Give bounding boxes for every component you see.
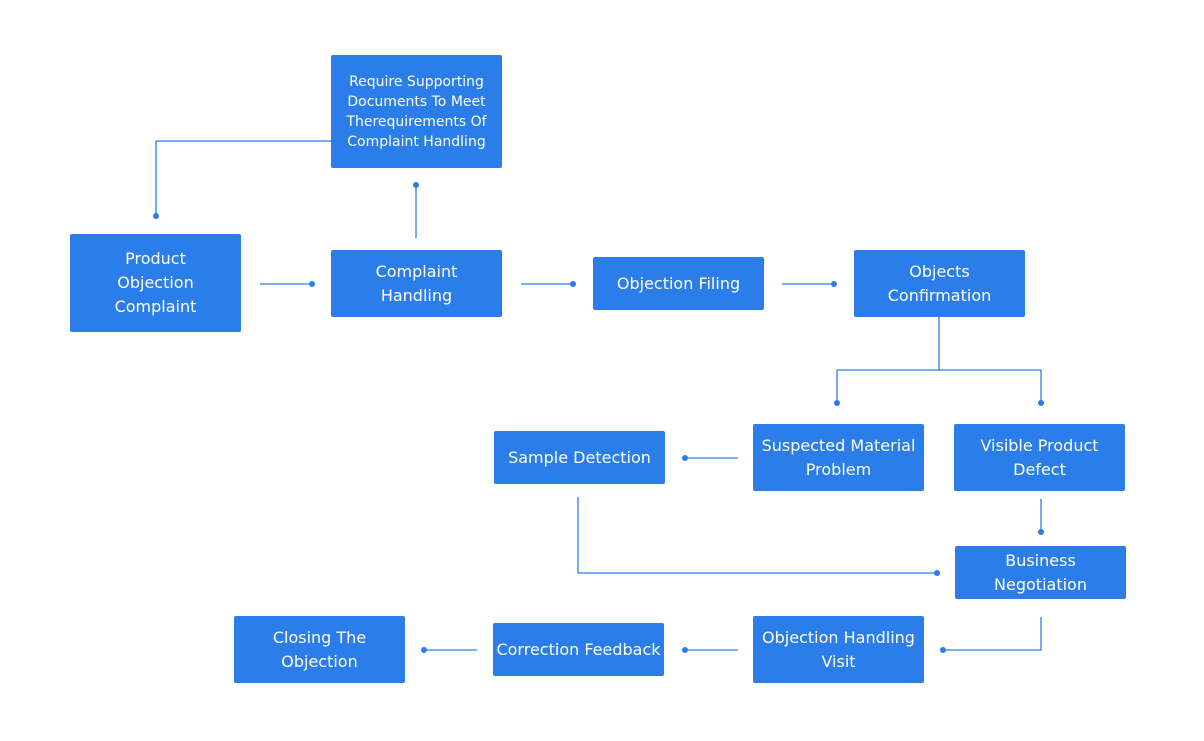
- node-text: Documents To Meet: [347, 93, 486, 110]
- node-text: Confirmation: [887, 285, 992, 305]
- node-objects-confirmation: Objects Confirmation: [854, 250, 1025, 317]
- node-text: Business Negotiation: [994, 550, 1087, 594]
- connector-dot: [831, 281, 837, 287]
- node-text: Defect: [1013, 459, 1066, 479]
- node-sample-detection: Sample Detection: [494, 431, 665, 484]
- node-business-negotiation: Business Negotiation: [955, 546, 1126, 599]
- node-text: Complaint Handling: [347, 133, 486, 150]
- node-text: Therequirements Of: [346, 113, 487, 130]
- node-text: Objection Handling: [762, 627, 915, 647]
- node-text: Handling: [380, 285, 453, 305]
- node-text: Require Supporting: [349, 73, 484, 90]
- connector-dot: [309, 281, 315, 287]
- node-text: Visible Product: [980, 435, 1099, 455]
- node-text: Objection: [281, 651, 358, 671]
- connector-dot: [682, 455, 688, 461]
- node-visible-product-defect: Visible Product Defect: [954, 424, 1125, 491]
- node-objection-handling-visit: Objection Handling Visit: [753, 616, 924, 683]
- node-text: Sample Detection: [508, 447, 651, 467]
- connector-dot: [1038, 529, 1044, 535]
- node-text: Correction Feedback: [496, 639, 661, 659]
- connector-dot: [940, 647, 946, 653]
- connector-negotiation-to-visit: [943, 617, 1042, 651]
- connector-sample-to-negotiation: [577, 497, 937, 574]
- node-text: Complaint: [114, 297, 197, 316]
- connector-dot: [413, 182, 419, 188]
- node-correction-feedback: Correction Feedback: [493, 623, 664, 676]
- node-text: Complaint: [375, 261, 458, 281]
- node-text: Suspected Material: [761, 435, 916, 455]
- connector-dot: [1038, 400, 1044, 406]
- node-complaint-handling: Complaint Handling: [331, 250, 502, 317]
- node-text: Problem: [805, 459, 872, 479]
- connector-complaint-to-docs: [155, 140, 331, 216]
- connector-dot: [682, 647, 688, 653]
- connector-dot: [153, 213, 159, 219]
- connector-dot: [570, 281, 576, 287]
- node-closing-the-objection: Closing The Objection: [234, 616, 405, 683]
- node-objection-filing: Objection Filing: [593, 257, 764, 310]
- connector-dot: [421, 647, 427, 653]
- node-require-supporting-documents: Require Supporting Documents To Meet The…: [331, 55, 502, 168]
- node-text: Visit: [821, 651, 856, 671]
- node-product-objection-complaint: Product Objection Complaint: [70, 234, 241, 332]
- node-text: Product: [125, 249, 186, 268]
- node-text: Objects: [909, 261, 970, 281]
- node-suspected-material-problem: Suspected Material Problem: [753, 424, 924, 491]
- node-text: Objection: [117, 273, 194, 292]
- connector-dot: [934, 570, 940, 576]
- node-text: Objection Filing: [616, 273, 741, 293]
- node-text: Closing The: [272, 627, 367, 647]
- connector-dot: [834, 400, 840, 406]
